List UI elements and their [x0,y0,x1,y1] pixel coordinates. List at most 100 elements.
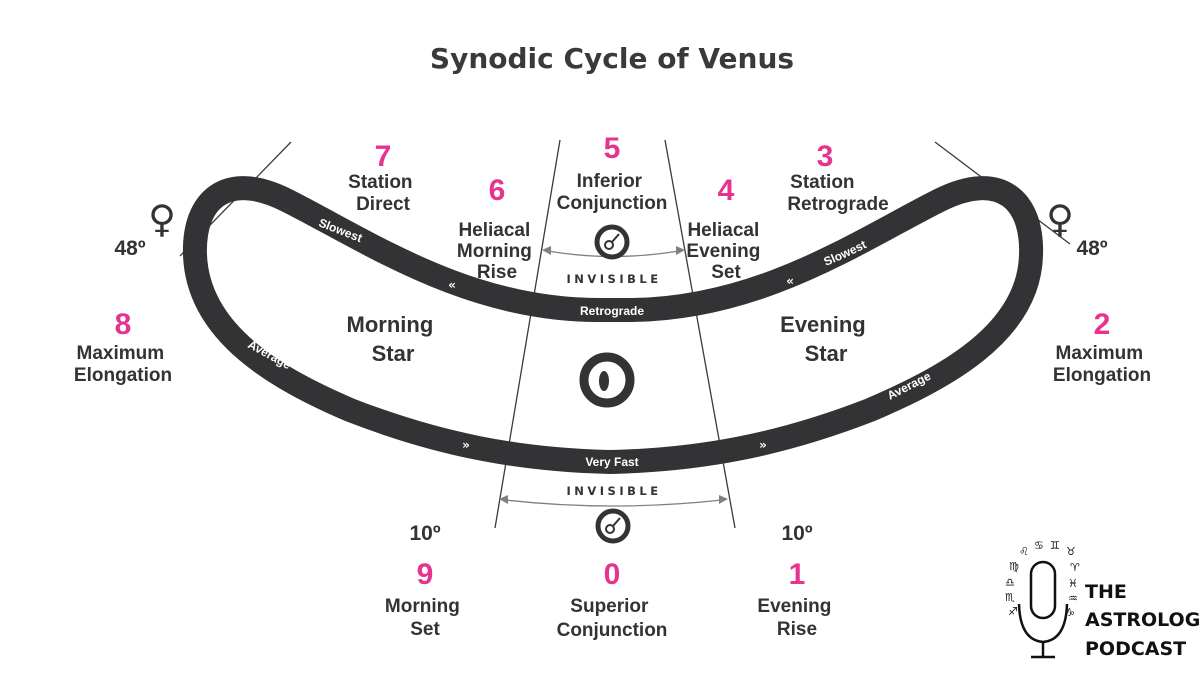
earth-icon [594,224,630,260]
phase-5: 5 Inferior Conjunction [557,132,668,214]
zodiac-glyphs-icon: ♌ ♋ ♊ ♉ ♍ ♈ ♎ ♓ ♏ ♒ ♐ ♑ [1005,539,1080,619]
zodiac-glyph: ♎ [1005,576,1015,589]
arc-arrowhead-icon [499,495,508,504]
zodiac-glyph: ♒ [1068,592,1078,605]
motion-arrow-icon: « [786,274,794,288]
zodiac-glyph: ♏ [1005,591,1015,604]
evening-star-line1: Evening [780,312,866,337]
band-label-very-fast: Very Fast [585,455,638,469]
phase-label-line: Inferior [577,171,643,192]
sun-icon [579,352,635,408]
morning-star-line2: Star [372,341,415,366]
phase-label-line: Maximum [77,343,165,364]
zodiac-glyph: ♉ [1066,545,1076,558]
zodiac-glyph: ♌ [1019,545,1029,558]
microphone-icon [1017,560,1069,659]
motion-arrow-icon: « [448,278,456,292]
right-elongation-degree: 48º [1076,237,1107,260]
left-set-degree: 10º [409,522,440,545]
phase-0: 0 Superior Conjunction [557,558,668,641]
band-label-retrograde: Retrograde [580,304,644,318]
phase-label-line: Maximum [1056,343,1144,364]
phase-label: Morning Set [385,596,465,640]
invisible-label-top: INVISIBLE [566,272,661,286]
phase-label: Superior Conjunction [557,596,668,641]
right-rise-degree: 10º [781,522,812,545]
arc-arrowhead-icon [542,246,551,255]
morning-star-label: Morning Star [347,312,440,366]
phase-label-line: Retrograde [787,194,888,215]
phase-label-line: Direct [356,194,411,215]
phase-label: Heliacal Evening Set [686,220,765,283]
phase-label: Station Direct [348,172,418,215]
phase-label-line: Elongation [1053,365,1151,386]
phase-label-line: Station [790,172,854,193]
phase-label: Inferior Conjunction [557,171,668,214]
phase-label-line: Conjunction [557,193,668,214]
phase-label-line: Heliacal [458,220,530,241]
phase-4: 4 Heliacal Evening Set [686,174,765,283]
phase-number: 1 [789,558,806,591]
phase-6: 6 Heliacal Morning Rise [457,174,537,283]
morning-star-line1: Morning [347,312,434,337]
logo-text-podcast: PODCAST [1085,638,1186,660]
motion-arrow-icon: » [759,438,767,452]
phase-label: Heliacal Morning Rise [457,220,537,283]
invisible-label-bottom: INVISIBLE [566,484,661,498]
evening-star-line2: Star [805,341,848,366]
phase-label-line: Set [410,619,440,640]
phase-number: 9 [417,558,434,591]
zodiac-glyph: ♍ [1009,560,1019,573]
synodic-band [182,176,1044,474]
phase-label-line: Rise [477,262,517,283]
zodiac-glyph: ♈ [1070,561,1080,574]
phase-number: 2 [1094,308,1111,341]
phase-3: 3 Station Retrograde [787,140,888,215]
phase-number: 5 [604,132,621,165]
phase-label-line: Elongation [74,365,172,386]
phase-1: 1 Evening Rise [757,558,836,640]
venus-symbol-icon: ♀ [148,197,176,241]
phase-number: 4 [718,174,735,207]
phase-9: 9 Morning Set [385,558,465,640]
phase-7: 7 Station Direct [348,140,418,215]
phase-number: 3 [817,140,834,173]
phase-number: 7 [375,140,392,173]
diagram-title: Synodic Cycle of Venus [430,42,794,75]
phase-label: Maximum Elongation [74,343,172,386]
evening-star-label: Evening Star [780,312,872,366]
zodiac-glyph: ♓ [1068,577,1078,590]
zodiac-glyph: ♐ [1008,605,1018,618]
phase-number: 6 [489,174,506,207]
arc-arrowhead-icon [676,246,685,255]
bottom-invisible-arc [504,499,723,507]
zodiac-glyph: ♑ [1065,606,1075,619]
phase-label-line: Conjunction [557,620,668,641]
phase-8: 8 Maximum Elongation [74,308,172,386]
logo-text-the: THE [1085,581,1127,603]
logo-text-astrology: ASTROLOGY [1085,609,1200,631]
earth-icon [595,508,631,544]
phase-label-line: Heliacal [687,220,759,241]
zodiac-glyph: ♊ [1050,539,1060,552]
phase-label-line: Set [711,262,741,283]
phase-label-line: Superior [570,596,649,617]
phase-label: Station Retrograde [787,172,888,215]
phase-label: Maximum Elongation [1053,343,1151,386]
phase-label-line: Rise [777,619,817,640]
venus-symbol-icon: ♀ [1046,197,1074,241]
phase-label-line: Evening [686,241,760,262]
phase-label-line: Station [348,172,412,193]
phase-label-line: Morning [385,596,460,617]
motion-arrow-icon: » [462,438,470,452]
left-elongation-degree: 48º [114,237,145,260]
phase-2: 2 Maximum Elongation [1053,308,1151,386]
phase-label-line: Evening [757,596,831,617]
zodiac-glyph: ♋ [1034,539,1044,552]
phase-label: Evening Rise [757,596,836,640]
phase-number: 0 [604,558,621,591]
phase-number: 8 [115,308,132,341]
astrology-podcast-logo: ♌ ♋ ♊ ♉ ♍ ♈ ♎ ♓ ♏ ♒ ♐ ♑ THE ASTROLOGY PO… [1005,539,1200,660]
phase-label-line: Morning [457,241,532,262]
